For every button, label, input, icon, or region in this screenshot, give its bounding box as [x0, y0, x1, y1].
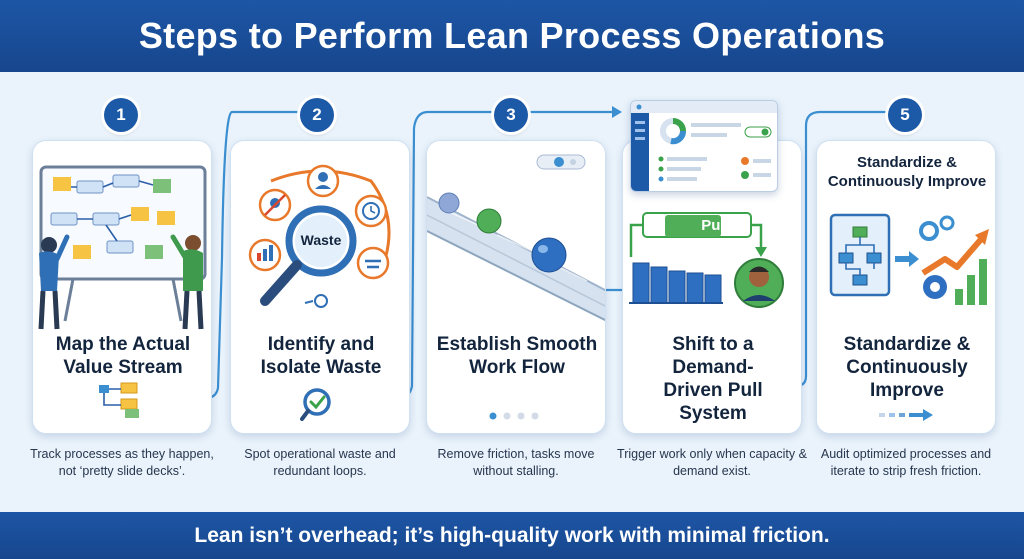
footer-tagline: Lean isn’t overhead; it’s high-quality w…	[194, 523, 830, 547]
gear-icon	[919, 215, 955, 299]
step-description-5: Audit optimized processes and iterate to…	[820, 447, 992, 478]
progress-arrow-icon	[879, 409, 933, 421]
step-badge-1: 1	[104, 98, 138, 132]
flowchart-icon	[829, 213, 891, 297]
step-card-5: Standardize & Continuously Improve Stand…	[816, 140, 996, 434]
mini-flow-icon	[99, 382, 139, 418]
step-title-4: Shift to a Demand-Driven Pull System	[663, 334, 763, 424]
waste-label: Waste	[300, 232, 342, 248]
dashboard-panel	[630, 100, 778, 192]
step-description-1: Track processes as they happen, not ‘pre…	[30, 447, 214, 478]
step-title-3: Establish Smooth Work Flow	[436, 334, 598, 378]
step-description-4: Trigger work only when capacity & demand…	[617, 447, 807, 478]
step-title-5: Standardize & Continuously Improve	[843, 334, 971, 401]
pull-label: Pull	[701, 217, 729, 234]
step-card-3: Establish Smooth Work Flow	[426, 140, 606, 434]
step-top-label-5: Standardize & Continuously Improve	[827, 154, 987, 190]
pagination-dots	[489, 412, 539, 420]
step-badge-2: 2	[300, 98, 334, 132]
improve-illustration	[829, 213, 989, 305]
dashboard-icon	[631, 101, 777, 191]
step-badge-3: 3	[494, 98, 528, 132]
footer-banner: Lean isn’t overhead; it’s high-quality w…	[0, 512, 1024, 559]
page-title: Steps to Perform Lean Process Operations	[138, 15, 886, 56]
step-card-2: Waste Identify and Isolate Waste	[230, 140, 410, 434]
step-description-2: Spot operational waste and redundant loo…	[244, 447, 396, 478]
step-card-1: Map the Actual Value Stream	[32, 140, 212, 434]
check-magnifier-icon	[300, 388, 331, 421]
step-title-1: Map the Actual Value Stream	[55, 334, 191, 378]
pull-system-icon	[629, 212, 784, 308]
step-badge-5: 5	[888, 98, 922, 132]
conveyor-icon	[427, 154, 605, 322]
step-title-2: Identify and Isolate Waste	[260, 334, 382, 378]
magnifier-waste-icon	[248, 164, 391, 308]
header-banner: Steps to Perform Lean Process Operations	[0, 0, 1024, 72]
whiteboard-icon	[38, 165, 207, 330]
growth-arrow-icon	[921, 229, 989, 305]
step-description-3: Remove friction, tasks move without stal…	[437, 447, 595, 478]
